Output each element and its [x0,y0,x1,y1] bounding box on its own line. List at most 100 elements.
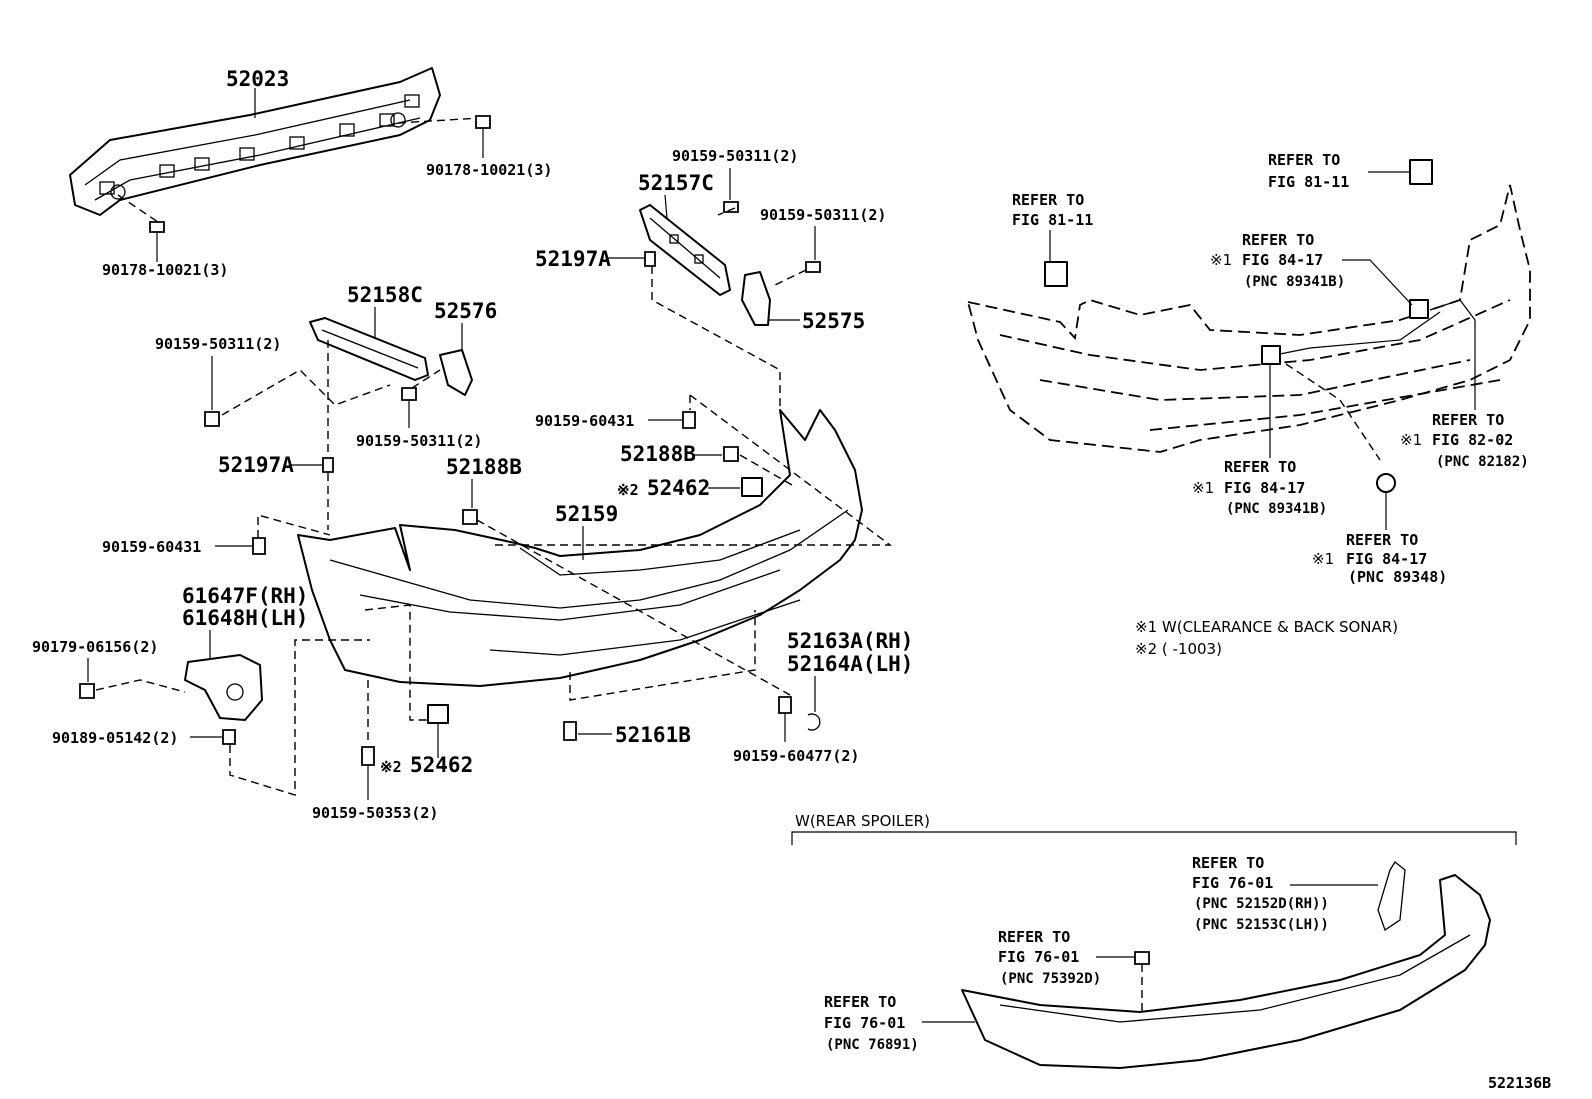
refer-to-fig-81-11-right-title: REFER TO [1268,151,1340,169]
pnc-52152d: (PNC 52152D(RH)) [1194,896,1329,912]
nut-icon [79,683,95,699]
pnc-89348: (PNC 89348) [1348,568,1447,586]
pnc-76891: (PNC 76891) [826,1037,919,1053]
label-90159-50311-left: 90159-50311(2) [155,335,281,353]
mark-2-lower: ※2 [380,758,402,776]
pad-52462-upper[interactable] [741,477,763,497]
label-52188b-upper: 52188B [620,442,696,466]
nut-icon [149,221,165,233]
refer-to-fig-82-02-title: REFER TO [1432,411,1504,429]
bolt-icon [563,721,577,741]
label-52197a-top: 52197A [535,247,611,271]
label-61648h: 61648H(LH) [182,606,308,630]
label-90159-60431-lower: 90159-60431 [102,538,201,556]
refer-to-fig-84-17-sensor: FIG 84-17 [1346,550,1427,568]
label-90189-05142: 90189-05142(2) [52,729,178,747]
bolt-icon [401,387,417,401]
label-52159: 52159 [555,502,618,526]
clip-icon [644,251,656,267]
pnc-52153c: (PNC 52153C(LH)) [1194,917,1329,933]
sonar-sensor-89348[interactable] [1376,473,1396,493]
refer-to-fig-84-17-upper-title: REFER TO [1242,231,1314,249]
bolt-icon [805,261,821,273]
refer-to-fig-84-17-sensor-title: REFER TO [1346,531,1418,549]
label-52157c: 52157C [638,171,714,195]
label-90159-50311-right: 90159-50311(2) [760,206,886,224]
label-52575: 52575 [802,309,865,333]
nut-icon [222,729,236,745]
label-90159-50353: 90159-50353(2) [312,804,438,822]
bolt-icon [778,696,792,714]
nut-icon [475,115,491,129]
pnc-82182: (PNC 82182) [1436,454,1529,470]
label-52576: 52576 [434,299,497,323]
bracket-52163a-icon [807,713,821,731]
label-52164a: 52164A(LH) [787,652,913,676]
pnc-89341b-upper: (PNC 89341B) [1244,274,1345,290]
note-2: ※2 ( -1003) [1135,640,1222,658]
label-52188b-lower: 52188B [446,455,522,479]
refer-to-fig-76-01-b-title: REFER TO [998,928,1070,946]
mark-2-upper: ※2 [617,481,639,499]
side-retainer-61647f-61648h[interactable] [184,654,263,721]
rear-spoiler-lower-panel[interactable] [961,861,1491,1069]
mark-1-b: ※1 [1400,431,1422,449]
sonar-sensor-right[interactable] [1409,299,1429,319]
bumper-cover-52159[interactable] [297,409,863,687]
bracket-52575[interactable] [741,271,771,326]
connector-fig-81-11-right[interactable] [1409,159,1433,185]
label-90159-50311-lower: 90159-50311(2) [356,432,482,450]
note-1: ※1 W(CLEARANCE & BACK SONAR) [1135,618,1398,636]
label-90178-10021-right: 90178-10021(3) [426,161,552,179]
bolt-icon [682,411,696,429]
rear-spoiler-bracket-line [791,831,1517,845]
label-90179-06156: 90179-06156(2) [32,638,158,656]
bracket-52158c[interactable] [309,317,429,381]
refer-to-fig-84-17-lower: FIG 84-17 [1224,479,1305,497]
mark-1-d: ※1 [1312,550,1334,568]
refer-to-fig-76-01-a-title: REFER TO [1192,854,1264,872]
bolt-icon [204,411,220,427]
clip-icon [462,509,478,525]
sonar-sensor-left[interactable] [1261,345,1281,365]
clip-icon [322,457,334,473]
refer-to-fig-81-11-left-title: REFER TO [1012,191,1084,209]
bumper-reinforcement-52023[interactable] [69,67,441,216]
label-52462-upper: 52462 [647,476,710,500]
label-90159-50311-top: 90159-50311(2) [672,147,798,165]
pnc-75392d: (PNC 75392D) [1000,971,1101,987]
clip-icon [1134,951,1150,965]
refer-to-fig-76-01-c: FIG 76-01 [824,1014,905,1032]
refer-to-fig-84-17-upper: FIG 84-17 [1242,251,1323,269]
bracket-52576[interactable] [439,349,473,396]
refer-to-fig-84-17-lower-title: REFER TO [1224,458,1296,476]
label-61647f: 61647F(RH) [182,584,308,608]
label-90159-60477: 90159-60477(2) [733,747,859,765]
bolt-icon [361,746,375,766]
diagram-id: 522136B [1488,1074,1551,1092]
mark-1-c: ※1 [1192,479,1214,497]
bracket-52157c[interactable] [639,204,731,296]
refer-to-fig-76-01-a: FIG 76-01 [1192,874,1273,892]
phantom-bumper-sonar [966,184,1531,453]
refer-to-fig-76-01-c-title: REFER TO [824,993,896,1011]
pad-52462-lower[interactable] [427,704,449,724]
clip-icon [723,446,739,462]
label-52163a: 52163A(RH) [787,629,913,653]
mark-1-a: ※1 [1210,251,1232,269]
refer-to-fig-81-11-right: FIG 81-11 [1268,173,1349,191]
label-52158c: 52158C [347,283,423,307]
connector-fig-81-11-left[interactable] [1044,261,1068,287]
label-52161b: 52161B [615,723,691,747]
pnc-89341b-lower: (PNC 89341B) [1226,501,1327,517]
refer-to-fig-81-11-left: FIG 81-11 [1012,211,1093,229]
label-52023: 52023 [226,67,289,91]
label-52197a-left: 52197A [218,453,294,477]
refer-to-fig-82-02: FIG 82-02 [1432,431,1513,449]
label-90178-10021-left: 90178-10021(3) [102,261,228,279]
bolt-icon [723,201,739,213]
label-90159-60431-upper: 90159-60431 [535,412,634,430]
bolt-icon [252,537,266,555]
refer-to-fig-76-01-b: FIG 76-01 [998,948,1079,966]
